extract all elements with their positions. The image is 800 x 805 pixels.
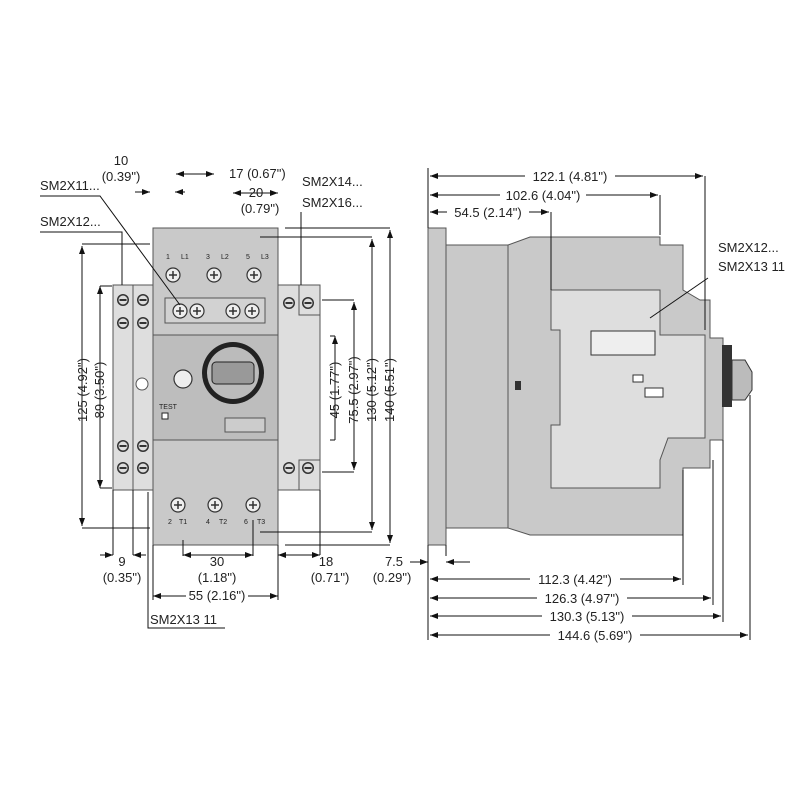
- front-view: TEST 1 L1 3 L2 5 L3 2 T1 4 T2 6 T3: [40, 153, 397, 629]
- din-rail-clip: [427, 227, 447, 546]
- dimension-label: 17 (0.67"): [229, 166, 286, 181]
- dimension-label: 140 (5.51"): [382, 358, 397, 422]
- dimension-label: 112.3 (4.42"): [538, 572, 612, 587]
- dimension-label: 125 (4.92"): [75, 358, 90, 422]
- aux-module-left-outer: [112, 284, 134, 491]
- dimension-label: 6: [244, 519, 248, 526]
- dimension-label: 10: [114, 153, 128, 168]
- dimension-label: T3: [257, 519, 265, 526]
- dimension-label: 102.6 (4.04"): [506, 188, 581, 203]
- dimension-label: 4: [206, 519, 210, 526]
- label-sm2x13: SM2X13 11: [150, 612, 217, 627]
- dimension-label: 55 (2.16"): [189, 588, 246, 603]
- dimension-label: 54.5 (2.14"): [454, 205, 522, 220]
- dimension-label: 45 (1.77"): [327, 362, 342, 419]
- dimension-label: (0.35"): [103, 570, 142, 585]
- dimension-label: 18: [319, 554, 333, 569]
- label-sm2x14: SM2X14...: [302, 174, 363, 189]
- dimension-label: T2: [219, 519, 227, 526]
- dimension-label: 9: [118, 554, 125, 569]
- dimension-label: 7.5: [385, 554, 403, 569]
- test-button: [161, 412, 169, 420]
- aux-contact-panel: [550, 289, 706, 489]
- dimension-label: (0.39"): [102, 169, 141, 184]
- dimension-label: 75.5 (2.97"): [346, 356, 361, 424]
- label-sm2x11: SM2X11...: [40, 178, 100, 193]
- dimension-label: L2: [221, 254, 229, 261]
- dimension-label: 1: [166, 254, 170, 261]
- dimension-label: (0.29"): [373, 570, 412, 585]
- contact-window: [590, 330, 656, 356]
- terminal-labels-top: 1 L1 3 L2 5 L3: [166, 254, 269, 261]
- dimension-label: (0.79"): [241, 201, 280, 216]
- dimension-label: 122.1 (4.81"): [533, 169, 608, 184]
- dimension-label: 89 (3.50"): [92, 362, 107, 419]
- dimension-label: 2: [168, 519, 172, 526]
- dimension-label: 126.3 (4.97"): [545, 591, 620, 606]
- dimension-label: 130 (5.12"): [364, 358, 379, 422]
- label-sm2x12: SM2X12...: [40, 214, 101, 229]
- aux-module-right: [277, 284, 321, 491]
- current-adjust-dial: [173, 369, 193, 389]
- terminal-labels-bottom: 2 T1 4 T2 6 T3: [168, 519, 265, 526]
- dimension-label: T1: [179, 519, 187, 526]
- side-dim-labels: 122.1 (4.81") 102.6 (4.04") 54.5 (2.14")…: [373, 168, 640, 643]
- label-side-sm2x13: SM2X13 11: [718, 259, 785, 274]
- label-sm2x16: SM2X16...: [302, 195, 363, 210]
- dimension-label: 5: [246, 254, 250, 261]
- dimension-label: 144.6 (5.69"): [558, 628, 633, 643]
- dimension-label: (1.18"): [198, 570, 237, 585]
- side-view: 122.1 (4.81") 102.6 (4.04") 54.5 (2.14")…: [373, 168, 785, 643]
- rotary-knob: [202, 342, 264, 404]
- dimension-label: 20: [249, 185, 263, 200]
- base-section: [445, 244, 509, 529]
- dimension-label: L3: [261, 254, 269, 261]
- rotary-knob-side: [722, 345, 753, 407]
- dimension-label: L1: [181, 254, 189, 261]
- dimension-label: TEST: [159, 404, 178, 411]
- label-side-sm2x12: SM2X12...: [718, 240, 779, 255]
- dimension-label: 30: [210, 554, 224, 569]
- dimension-label: (0.71"): [311, 570, 350, 585]
- dimension-label: 3: [206, 254, 210, 261]
- dimension-label: 130.3 (5.13"): [550, 609, 625, 624]
